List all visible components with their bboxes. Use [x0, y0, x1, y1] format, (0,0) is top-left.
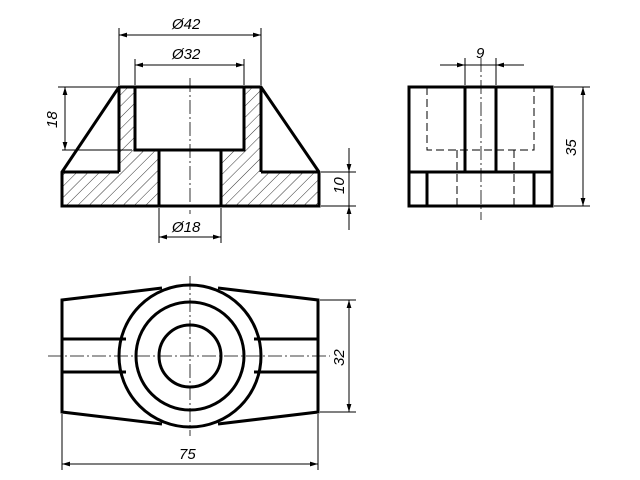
dim-label-h10: 10: [331, 177, 348, 194]
dimension-w75: 75: [61, 414, 319, 470]
dimension-w9: 9: [440, 45, 524, 85]
front-section-view: Ø42 Ø32 Ø18 18 10: [44, 16, 356, 243]
dimension-h10: 10: [321, 148, 356, 230]
side-outline: [407, 85, 554, 208]
dim-label-dia42: Ø42: [171, 16, 201, 33]
dim-label-w32: 32: [331, 349, 348, 366]
side-view: 9 35: [407, 45, 590, 220]
dimension-h18: 18: [44, 86, 132, 151]
dim-label-h35: 35: [563, 139, 580, 156]
dim-label-dia32: Ø32: [171, 46, 201, 63]
front-hatch-left: [62, 87, 159, 206]
dim-label-dia18: Ø18: [171, 219, 201, 236]
dim-label-w75: 75: [179, 446, 196, 463]
top-view: 32 75: [48, 276, 356, 470]
dimension-dia32: Ø32: [134, 46, 245, 85]
dimension-dia42: Ø42: [118, 16, 262, 85]
dimension-dia18: Ø18: [158, 208, 222, 243]
dim-label-w9: 9: [476, 45, 485, 62]
front-hatch-right: [221, 87, 319, 206]
dimension-h35: 35: [554, 86, 590, 207]
dimension-w32: 32: [320, 299, 356, 413]
dim-label-h18: 18: [44, 111, 61, 128]
